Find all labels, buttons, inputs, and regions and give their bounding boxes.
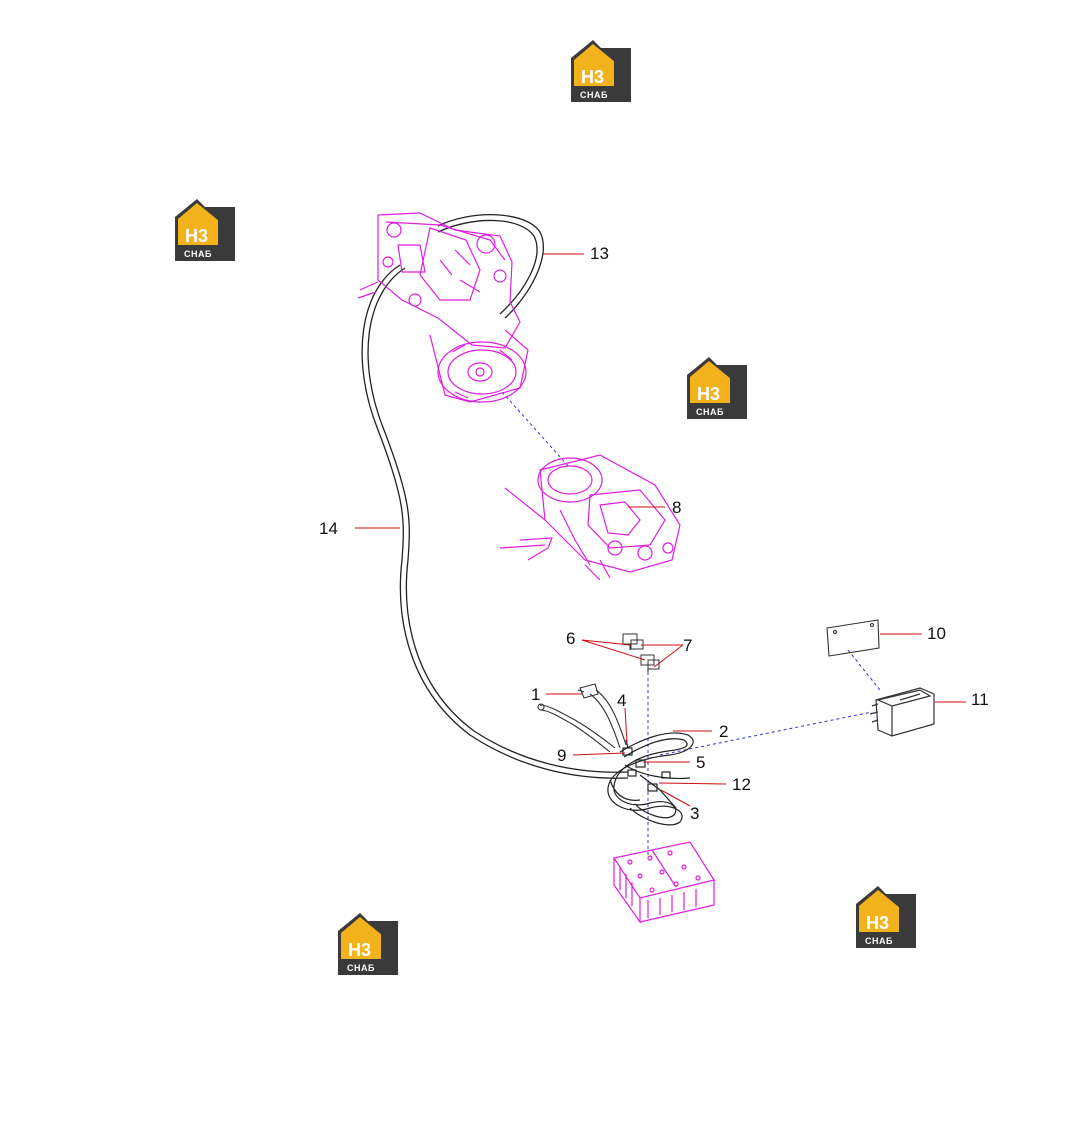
watermark-word: СНАБ (865, 936, 893, 946)
control-unit-11 (869, 687, 935, 737)
callout-13: 13 (590, 244, 609, 263)
watermark-letters: H3 (348, 940, 371, 960)
assembly-axis-lines (501, 391, 881, 855)
callout-6: 6 (566, 629, 575, 648)
watermark-word: СНАБ (580, 90, 608, 100)
callout-9: 9 (557, 746, 566, 765)
leader-9 (572, 752, 626, 756)
leader-4 (624, 707, 628, 743)
watermark-word: СНАБ (184, 249, 212, 259)
cable-14 (361, 264, 629, 779)
cable-13 (437, 214, 545, 319)
engine-drawing (357, 212, 529, 403)
callout-12: 12 (732, 775, 751, 794)
battery (613, 841, 715, 924)
watermark-logo-2: H3 СНАБ (175, 199, 235, 261)
callout-3: 3 (690, 804, 699, 823)
leader-lines (355, 253, 966, 807)
callout-2: 2 (719, 722, 728, 741)
callout-8: 8 (672, 498, 681, 517)
watermark-letters: H3 (185, 226, 208, 246)
plate-10 (826, 619, 880, 657)
leader-7b (653, 644, 684, 668)
sensor-1 (537, 683, 627, 753)
callout-7: 7 (683, 636, 692, 655)
watermark-letters: H3 (697, 384, 720, 404)
watermark-letters: H3 (866, 913, 889, 933)
switches-6-7 (622, 633, 660, 672)
callout-14: 14 (319, 519, 338, 538)
main-harness (607, 732, 694, 826)
watermark-word: СНАБ (696, 407, 724, 417)
watermark-logo-3: H3 СНАБ (687, 357, 747, 419)
callout-4: 4 (617, 691, 626, 710)
leader-12 (658, 782, 727, 785)
callout-5: 5 (696, 753, 705, 772)
callout-labels: 1 2 3 4 5 6 7 8 9 10 11 12 13 14 (319, 244, 989, 823)
callout-11: 11 (971, 690, 989, 709)
leader-3 (660, 789, 691, 807)
transmission-drawing (499, 454, 681, 581)
watermark-word: СНАБ (347, 963, 375, 973)
watermark-logo-4: H3 СНАБ (856, 886, 916, 948)
leader-6a (581, 639, 631, 646)
leader-6b (581, 639, 646, 661)
callout-10: 10 (927, 624, 946, 643)
watermark-logo-1: H3 СНАБ (571, 40, 631, 102)
callout-1: 1 (531, 685, 540, 704)
watermark-logo-5: H3 СНАБ (338, 913, 398, 975)
watermark-letters: H3 (581, 67, 604, 87)
